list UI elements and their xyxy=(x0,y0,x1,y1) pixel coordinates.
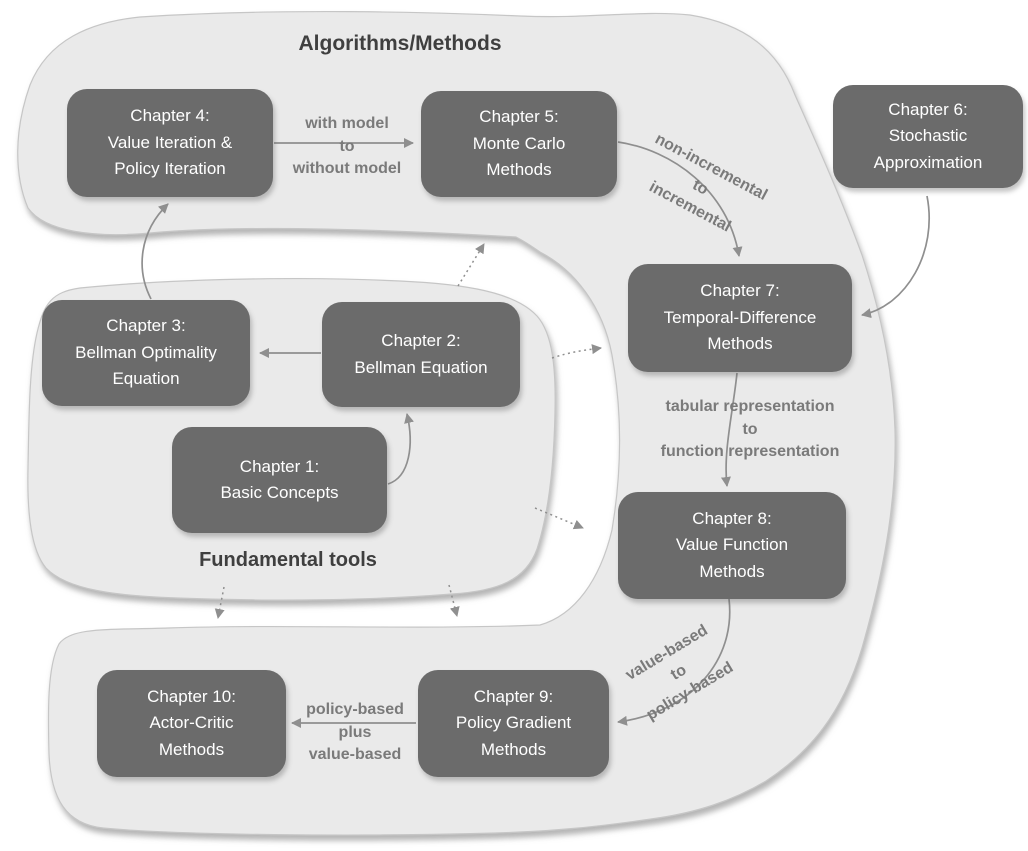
edge-label-ch7-ch8: tabular representation to function repre… xyxy=(660,398,840,461)
arrow-ch1-to-ch2 xyxy=(387,413,414,485)
node-chapter-10: Chapter 10: Actor-Critic Methods xyxy=(97,670,286,777)
dotted-arrow-fundamental-to-ch5 xyxy=(457,243,485,287)
arrow-ch6-to-ch7 xyxy=(861,195,930,319)
arrow-ch7-to-ch8 xyxy=(720,372,738,487)
node-chapter-5: Chapter 5: Monte Carlo Methods xyxy=(421,91,617,197)
node-chapter-3: Chapter 3: Bellman Optimality Equation xyxy=(42,300,250,406)
node-chapter-8: Chapter 8: Value Function Methods xyxy=(618,492,846,599)
node-chapter-6: Chapter 6: Stochastic Approximation xyxy=(833,85,1023,188)
arrow-ch3-to-ch4 xyxy=(141,203,169,300)
region-title-fundamental: Fundamental tools xyxy=(199,549,377,571)
node-chapter-9: Chapter 9: Policy Gradient Methods xyxy=(418,670,609,777)
dotted-arrow-fundamental-to-ch7 xyxy=(551,344,602,359)
node-chapter-2: Chapter 2: Bellman Equation xyxy=(322,302,520,407)
region-title-algorithms: Algorithms/Methods xyxy=(298,32,502,55)
node-chapter-1: Chapter 1: Basic Concepts xyxy=(172,427,387,533)
arrow-ch5-to-ch7 xyxy=(617,141,743,257)
node-chapter-7: Chapter 7: Temporal-Difference Methods xyxy=(628,264,852,372)
edge-label-ch9-ch10: policy-based plus value-based xyxy=(306,701,404,764)
arrow-ch8-to-ch9 xyxy=(617,598,731,726)
edge-label-ch4-ch5: with model to without model xyxy=(292,115,402,178)
node-chapter-4: Chapter 4: Value Iteration & Policy Iter… xyxy=(67,89,273,197)
algorithms-region-blob xyxy=(17,10,896,836)
